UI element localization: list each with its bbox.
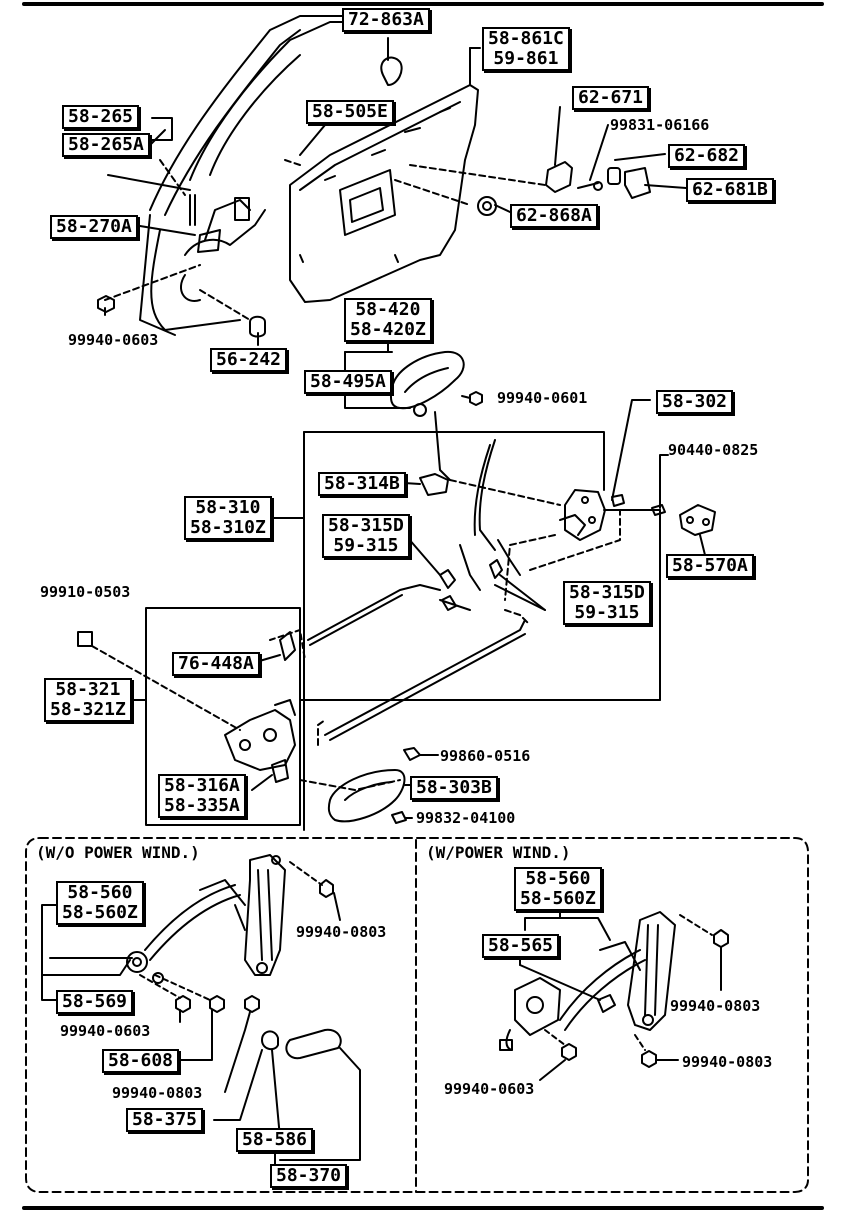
part-label-99940-0803: 99940-0803 (296, 923, 387, 941)
part-label-58-569: 58-569 (56, 990, 134, 1014)
part-label-99940-0603: 99940-0603 (68, 331, 159, 349)
part-label-99940-0603-2: 99940-0603 (60, 1022, 151, 1040)
part-label-58-370: 58-370 (270, 1164, 348, 1188)
part-label-72-863A: 72-863A (342, 8, 430, 32)
part-label-58-495A: 58-495A (304, 370, 392, 394)
part-label-58-570A: 58-570A (666, 554, 754, 578)
part-label-56-242: 56-242 (210, 348, 288, 372)
part-label-99832-04100: 99832-04100 (416, 809, 516, 827)
part-label-62-681B: 62-681B (686, 178, 774, 202)
part-label-58-505E: 58-505E (306, 100, 394, 124)
part-label-62-671: 62-671 (572, 86, 650, 110)
part-label-99940-0603-3: 99940-0603 (444, 1080, 535, 1098)
part-label-99860-0516: 99860-0516 (440, 747, 531, 765)
part-label-58-565: 58-565 (482, 934, 560, 958)
part-label-62-868A: 62-868A (510, 204, 598, 228)
part-label-58-303B: 58-303B (410, 776, 498, 800)
part-label-58-265: 58-265 (62, 105, 140, 129)
part-label-58-302: 58-302 (656, 390, 734, 414)
part-label-58-270A: 58-270A (50, 215, 138, 239)
part-label-58-375: 58-375 (126, 1108, 204, 1132)
part-label-99940-0803-3: 99940-0803 (670, 997, 761, 1015)
part-label-99831-06166: 99831-06166 (610, 116, 710, 134)
part-label-90440-0825: 90440-0825 (668, 441, 759, 459)
part-label-99940-0601: 99940-0601 (497, 389, 588, 407)
part-label-99940-0803-4: 99940-0803 (682, 1053, 773, 1071)
part-label-99910-0503: 99910-0503 (40, 583, 131, 601)
part-label-99940-0803-2: 99940-0803 (112, 1084, 203, 1102)
section-header-power: (W/POWER WIND.) (426, 843, 571, 862)
part-label-76-448A: 76-448A (172, 652, 260, 676)
part-label-58-314B: 58-314B (318, 472, 406, 496)
part-label-58-586: 58-586 (236, 1128, 314, 1152)
section-header-wo-power: (W/O POWER WIND.) (36, 843, 200, 862)
part-label-62-682: 62-682 (668, 144, 746, 168)
part-label-58-265A: 58-265A (62, 133, 150, 157)
part-label-58-608: 58-608 (102, 1049, 180, 1073)
